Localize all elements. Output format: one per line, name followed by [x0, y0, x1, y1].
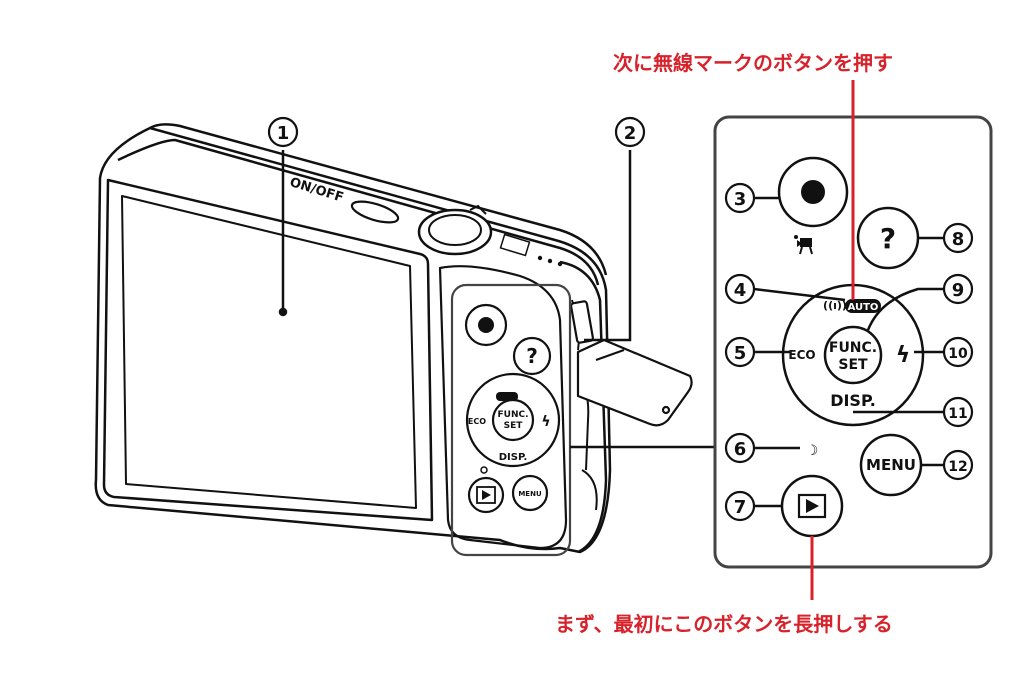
func-label: FUNC. [829, 340, 877, 356]
shutter-dial[interactable] [417, 204, 493, 256]
cam-help-button[interactable] [512, 336, 552, 376]
callout-4: 4 [724, 273, 756, 305]
svg-text:9: 9 [952, 280, 965, 301]
lamp-icon: ☽ [806, 443, 819, 459]
set-label: SET [838, 357, 868, 373]
svg-text:6: 6 [734, 439, 747, 460]
callout-1: 1 [267, 116, 299, 148]
movie-camera-icon [794, 235, 813, 255]
callout-11: 11 [942, 396, 974, 428]
panel-menu-label: MENU [866, 456, 916, 474]
panel-help-label: ? [880, 222, 896, 255]
cam-func-label: FUNC. [497, 410, 528, 420]
play-icon [806, 499, 819, 513]
camera-button-area-outline [450, 283, 572, 557]
panel-leader-lines [753, 196, 944, 508]
cam-menu-button[interactable] [511, 474, 549, 512]
cam-menu-label: MENU [518, 490, 542, 498]
svg-text:1: 1 [277, 123, 290, 144]
power-button[interactable] [350, 197, 401, 226]
red-annotation-lines [810, 80, 855, 600]
svg-text:4: 4 [734, 280, 747, 301]
callout-12: 12 [942, 449, 974, 481]
cam-play-icon [482, 490, 491, 500]
cam-eco-label: ECO [468, 417, 486, 426]
callout-3: 3 [724, 182, 756, 214]
instruction-bottom: まず、最初にこのボタンを長押しする [555, 612, 893, 636]
svg-text:2: 2 [624, 123, 637, 144]
leader-4 [753, 287, 846, 302]
svg-text:7: 7 [734, 497, 747, 518]
callout-7: 7 [724, 490, 756, 522]
callout-2: 2 [614, 116, 646, 148]
panel-control-dial [781, 283, 925, 427]
leader-line-2 [584, 150, 632, 342]
camera-back-buttons: ? FUNC. SET ECO DISP. ϟ MENU [464, 303, 561, 514]
callout-9: 9 [942, 273, 974, 305]
cam-flash-icon: ϟ [541, 414, 550, 430]
svg-text:12: 12 [948, 459, 967, 475]
flash-icon: ϟ [896, 343, 911, 368]
cam-set-label: SET [504, 421, 524, 431]
callout-5: 5 [724, 336, 756, 368]
instruction-top: 次に無線マークのボタンを押す [613, 51, 893, 75]
panel-labels: ? ((ı)) AUTO ECO FUNC. SET ϟ DISP. ☽ MEN… [788, 222, 916, 474]
leader-lines [278, 150, 715, 449]
auto-badge [845, 299, 881, 313]
cam-lamp [480, 466, 488, 474]
terminal-cover [570, 300, 693, 427]
svg-text:5: 5 [734, 343, 747, 364]
panel-func-set-button[interactable] [823, 325, 883, 385]
cam-func-set-button[interactable] [491, 398, 535, 442]
callout-8: 8 [942, 222, 974, 254]
cam-help-label: ? [526, 344, 538, 368]
leader-9 [866, 287, 944, 331]
disp-label: DISP. [830, 391, 876, 410]
svg-text:11: 11 [948, 406, 967, 422]
wifi-icon: ((ı)) [823, 299, 847, 312]
auto-label: AUTO [848, 302, 879, 313]
svg-text:10: 10 [948, 346, 968, 362]
callout-numbers: 1 2 3 4 5 6 7 8 9 10 11 12 [267, 116, 974, 522]
callout-10: 10 [942, 336, 974, 368]
cam-auto-badge-icon [496, 392, 518, 401]
svg-text:8: 8 [952, 229, 965, 250]
lcd-screen [121, 195, 417, 509]
cam-disp-label: DISP. [499, 452, 528, 463]
panel-buttons [777, 156, 923, 538]
speaker-holes [499, 233, 563, 267]
movie-record-icon [801, 180, 825, 204]
svg-text:3: 3 [734, 189, 747, 210]
callout-6: 6 [724, 432, 756, 464]
eco-label: ECO [788, 348, 815, 362]
cam-movie-dot-icon [478, 317, 494, 333]
